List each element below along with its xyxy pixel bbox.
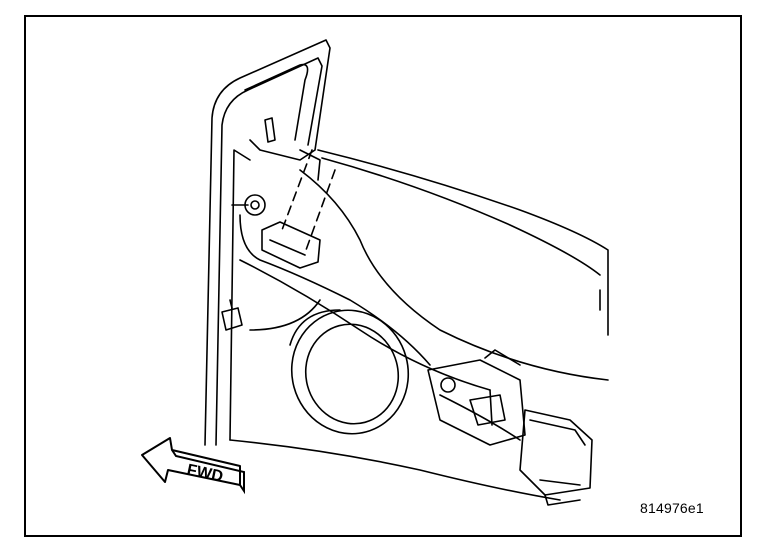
door-clip bbox=[221, 299, 243, 331]
fwd-arrow: FWD bbox=[141, 437, 245, 495]
door-pillar bbox=[204, 39, 331, 446]
window-switch-module bbox=[519, 409, 593, 506]
speaker bbox=[289, 309, 410, 435]
alignment-lines bbox=[281, 149, 336, 251]
diagram-frame bbox=[24, 15, 742, 537]
door-panel bbox=[229, 149, 609, 501]
wiring-harness bbox=[239, 214, 431, 366]
inside-handle-assembly bbox=[231, 117, 321, 269]
figure-id: 814976e1 bbox=[640, 500, 704, 516]
switch-bezel bbox=[427, 349, 526, 446]
